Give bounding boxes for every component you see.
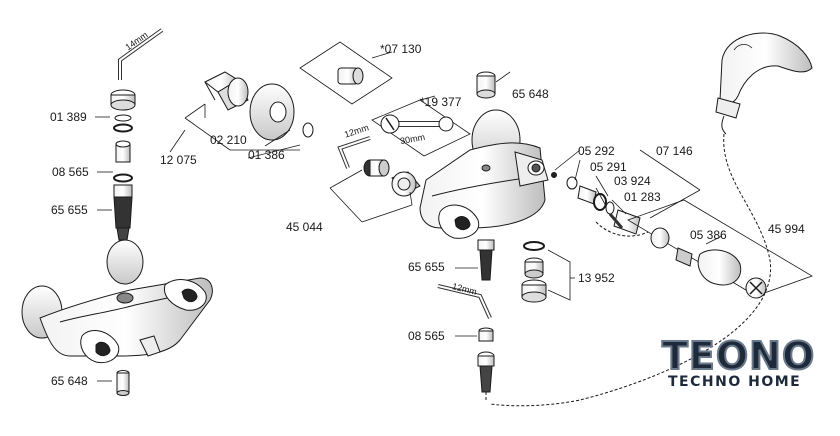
label-03924: 03 924	[614, 174, 651, 188]
label-08565-mid: 08 565	[408, 329, 445, 343]
watermark-tagline: TECHNO HOME	[668, 374, 802, 390]
center-mixer-faucet	[419, 109, 549, 239]
part-01386-washer	[302, 122, 314, 138]
part-07130-box	[299, 41, 393, 105]
bracket-07146	[554, 149, 701, 219]
part-08565-mid	[478, 327, 494, 342]
part-65655-left	[113, 184, 133, 241]
leader-lines-left	[95, 116, 113, 382]
label-65648-top: 65 648	[512, 87, 549, 101]
part-eccentric-connector	[204, 71, 249, 111]
part-13952-group	[521, 241, 575, 303]
label-45994: 45 994	[768, 222, 805, 236]
label-07146: 07 146	[656, 144, 693, 158]
label-07130: *07 130	[380, 42, 422, 56]
leader-lines-12075	[247, 129, 301, 159]
label-65655-left: 65 655	[51, 203, 88, 217]
hex-key-14mm	[118, 28, 164, 80]
bracket-45044	[329, 169, 413, 223]
part-45994-group	[627, 199, 813, 299]
label-01283: 01 283	[624, 190, 661, 204]
brand-watermark: TEONO TECHNO HOME	[661, 333, 832, 394]
hand-shower	[715, 32, 813, 135]
label-19377: *19 377	[420, 95, 462, 109]
watermark-brand: TEONO	[661, 333, 816, 379]
label-05292: 05 292	[578, 144, 615, 158]
o-ring-left	[113, 123, 133, 133]
diverter-parts-07146	[551, 172, 641, 235]
part-65648-left	[116, 370, 130, 396]
part-02210-escutcheon	[249, 83, 295, 141]
label-02210: 02 210	[210, 133, 247, 147]
hex-key-12mm-top	[337, 136, 371, 169]
part-diverter-spindle	[477, 351, 495, 402]
part-65655-mid	[477, 239, 495, 281]
part-01389	[110, 89, 136, 111]
washer-left	[114, 114, 132, 122]
label-05386: 05 386	[690, 228, 727, 242]
shower-hose	[489, 133, 771, 407]
part-08565-left	[115, 140, 131, 163]
part-45044-group	[363, 159, 421, 197]
label-08565-left: 08 565	[52, 165, 89, 179]
part-65648-top	[476, 71, 496, 99]
label-01389: 01 389	[50, 110, 87, 124]
label-45044: 45 044	[286, 220, 323, 234]
label-13952: 13 952	[578, 271, 615, 285]
label-01386: 01 386	[248, 148, 285, 162]
left-mixer-faucet	[21, 239, 213, 364]
label-65648-left: 65 648	[51, 374, 88, 388]
label-65655-mid: 65 655	[408, 260, 445, 274]
part-19377-box	[371, 95, 471, 157]
label-12075: 12 075	[160, 153, 197, 167]
assembly-path	[595, 221, 649, 237]
hex-key-12mm-bottom	[437, 284, 492, 319]
bracket-12075	[169, 103, 300, 153]
leader-lines-mid	[455, 71, 511, 337]
label-05291: 05 291	[590, 160, 627, 174]
o-ring-left-2	[113, 173, 133, 183]
